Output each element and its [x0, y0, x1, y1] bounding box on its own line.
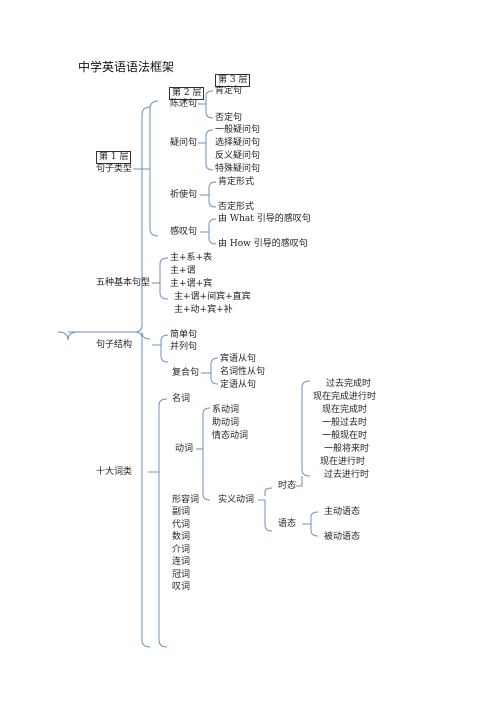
node-tense: 时态	[278, 481, 297, 491]
node-verb: 动词	[175, 444, 194, 454]
leaf-tag-question: 反义疑问句	[215, 151, 261, 161]
leaf-choice-question: 选择疑问句	[215, 138, 261, 148]
leaf-present-continuous: 现在进行时	[320, 457, 366, 467]
bracket-interrogative	[198, 129, 214, 171]
bracket-verb	[196, 407, 211, 501]
leaf-interjection: 叹词	[172, 582, 191, 592]
leaf-pattern-svo: 主+谓+宾	[170, 279, 213, 289]
leaf-numeral: 数词	[172, 532, 191, 542]
bracket-root	[57, 331, 79, 341]
leaf-pattern-svc: 主+系+表	[170, 253, 213, 263]
leaf-pronoun: 代词	[172, 520, 191, 530]
layer-2-badge: 第 2 层	[169, 87, 205, 100]
node-notional-verb: 实义动词	[218, 495, 255, 505]
leaf-pattern-sv: 主+谓	[170, 266, 196, 276]
leaf-imperative-affirmative: 肯定形式	[218, 177, 255, 187]
layer-3-badge: 第 3 层	[215, 74, 251, 87]
leaf-negative: 否定句	[215, 113, 243, 123]
node-declarative: 陈述句	[170, 99, 198, 109]
node-exclamatory: 感叹句	[170, 227, 198, 237]
leaf-present-perfect: 现在完成时	[322, 405, 368, 415]
leaf-simple-past: 一般过去时	[322, 418, 368, 428]
bracket-structure	[152, 334, 169, 363]
leaf-article: 冠词	[172, 570, 191, 580]
bracket-sentence-types	[133, 100, 159, 237]
leaf-adverb: 副词	[172, 507, 191, 517]
bracket-declarative	[198, 90, 214, 119]
leaf-passive-voice: 被动语态	[324, 532, 361, 542]
leaf-compound-sentence: 并列句	[170, 342, 198, 352]
leaf-preposition: 介词	[172, 545, 191, 555]
page-title: 中学英语语法框架	[78, 60, 175, 74]
node-basic-patterns: 五种基本句型	[96, 278, 151, 288]
leaf-special-question: 特殊疑问句	[215, 164, 261, 174]
node-complex-sentence: 复合句	[172, 368, 200, 378]
leaf-noun: 名词	[172, 394, 191, 404]
leaf-conjunction: 连词	[172, 557, 191, 567]
bracket-voice	[302, 511, 319, 537]
bracket-word-classes	[148, 398, 168, 648]
leaf-affirmative: 肯定句	[215, 86, 243, 96]
leaf-nominal-clause: 名词性从句	[220, 367, 266, 377]
bracket-root-main	[68, 106, 151, 648]
leaf-object-clause: 宾语从句	[220, 354, 257, 364]
bracket-imperative	[200, 181, 217, 208]
leaf-exclamatory-how: 由 How 引导的感叹句	[218, 239, 308, 249]
leaf-simple-present: 一般现在时	[322, 431, 368, 441]
layer-1-badge: 第 1 层	[96, 151, 132, 164]
leaf-simple-sentence: 简单句	[170, 330, 198, 340]
leaf-general-question: 一般疑问句	[215, 125, 261, 135]
leaf-modal-verb: 情态动词	[212, 431, 249, 441]
leaf-present-perfect-continuous: 现在完成进行时	[313, 392, 377, 402]
leaf-exclamatory-what: 由 What 引导的感叹句	[218, 214, 311, 224]
node-voice: 语态	[278, 519, 297, 529]
leaf-pattern-svoo: 主+谓+间宾+直宾	[174, 292, 251, 302]
leaf-imperative-negative: 否定形式	[218, 202, 255, 212]
node-sentence-types: 句子类型	[96, 164, 133, 174]
leaf-adjective: 形容词	[172, 495, 200, 505]
node-structure: 句子结构	[96, 340, 133, 350]
leaf-active-voice: 主动语态	[324, 507, 361, 517]
node-word-classes: 十大词类	[96, 467, 133, 477]
node-interrogative: 疑问句	[170, 138, 198, 148]
node-imperative: 祈使句	[170, 190, 198, 200]
leaf-simple-future: 一般将来时	[324, 444, 370, 454]
leaf-attributive-clause: 定语从句	[220, 380, 257, 390]
bracket-complex	[201, 357, 219, 385]
leaf-past-continuous: 过去进行时	[324, 470, 370, 480]
leaf-linking-verb: 系动词	[212, 405, 240, 415]
leaf-pattern-svoc: 主+动+宾+补	[174, 305, 233, 315]
bracket-exclamatory	[200, 218, 217, 245]
bracket-tense	[296, 380, 311, 487]
leaf-auxiliary-verb: 助动词	[212, 418, 240, 428]
bracket-patterns	[152, 257, 169, 300]
bracket-notional	[258, 487, 273, 532]
leaf-past-perfect: 过去完成时	[326, 379, 372, 389]
